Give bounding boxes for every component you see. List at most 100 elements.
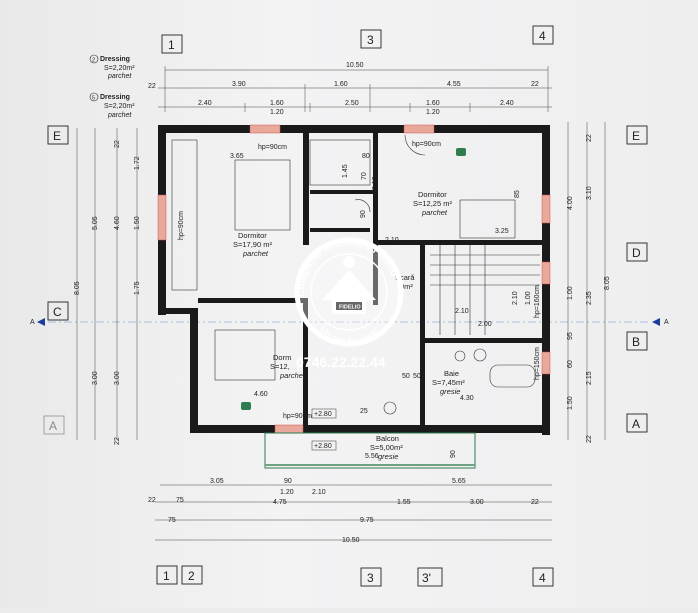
misc-dim: 90 — [360, 210, 367, 218]
section-label-left: A — [30, 319, 35, 326]
misc-dim: 50 — [413, 373, 421, 380]
top-dim-r3b-0: 1.20 — [270, 109, 284, 116]
bottom-dimension-lines: 3.05 90 1.20 2.10 5.65 22 75 4.75 1.55 3… — [148, 478, 552, 544]
dressing-note-2-area: S=2,20m² — [104, 103, 135, 110]
dressing-note-2-num: 5 — [92, 96, 95, 102]
right-dimension-lines: 8.05 4.00 3.10 2.35 1.00 2.15 1.50 22 22… — [567, 122, 611, 443]
room-floor: parchet — [421, 208, 448, 217]
bottom-dim-r2-2: 4.75 — [273, 499, 287, 506]
left-dim-0: 8.05 — [74, 281, 81, 295]
top-dim-total: 10.50 — [346, 62, 364, 69]
misc-dim: 1.00 — [525, 291, 532, 305]
axis-label-left-A: A — [49, 419, 57, 433]
axis-label-right-D: D — [632, 246, 641, 260]
watermark-badge: FIDELIO — [339, 305, 361, 311]
axis-label-right-E: E — [632, 129, 640, 143]
section-label-right: A — [664, 319, 669, 326]
misc-dim: 70 — [361, 172, 368, 180]
axis-label-top-4: 4 — [539, 29, 546, 43]
misc-dim: 5.56 — [365, 453, 379, 460]
floor-plan-windows — [157, 124, 551, 434]
axis-label-bottom-3p: 3' — [422, 571, 431, 585]
room-label-baie: Baie S=7,45m² gresie — [432, 369, 465, 396]
misc-dim: 3.65 — [230, 153, 244, 160]
left-dim-7: 1.72 — [134, 156, 141, 170]
top-dim-r2-4: 22 — [531, 81, 539, 88]
right-dim-5: 2.15 — [586, 371, 593, 385]
left-dim-8: 22 — [114, 140, 121, 148]
section-marker-left: A — [30, 318, 45, 326]
axis-label-bottom-1: 1 — [163, 569, 170, 583]
axis-label-bottom-3: 3 — [367, 571, 374, 585]
left-dim-1: 5.05 — [92, 216, 99, 230]
left-dimension-lines: 8.05 5.05 4.60 1.50 1.75 3.00 3.00 1.72 … — [74, 128, 141, 445]
axis-label-bottom-2: 2 — [188, 569, 195, 583]
room-name: Balcon — [376, 434, 399, 443]
top-dim-r3-2: 2.50 — [345, 100, 359, 107]
right-dim-4: 1.00 — [567, 286, 574, 300]
agency-watermark: FIDELIO Compania Imobiliară Fidelio Un p… — [294, 237, 404, 370]
right-dim-9: 95 — [567, 332, 574, 340]
bottom-dim-r3-1: 9.75 — [360, 517, 374, 524]
top-dim-r2-1: 3.90 — [232, 81, 246, 88]
right-dim-10: 60 — [567, 360, 574, 368]
axis-label-left-E: E — [53, 129, 61, 143]
bottom-dim-r2-1: 75 — [176, 497, 184, 504]
left-dim-5: 3.00 — [92, 371, 99, 385]
hp-label: hp=160cm — [534, 285, 541, 318]
misc-dim: 2.10 — [512, 291, 519, 305]
watermark-phone: 0746.22.22.44 — [296, 354, 386, 370]
right-dim-3: 2.35 — [586, 291, 593, 305]
room-label-dormitor-2: Dormitor S=12,25 m² parchet — [413, 190, 452, 217]
hp-label: hp=150cm — [534, 347, 541, 380]
misc-dim: 90 — [450, 450, 457, 458]
dressing-note-1: 2 Dressing S=2,20m² parchet — [89, 54, 135, 80]
bottom-dim-r1-4: 5.65 — [452, 478, 466, 485]
misc-dim: 1.45 — [342, 164, 349, 178]
top-dimension-lines: 10.50 22 3.90 1.60 4.55 22 2.40 1.60 2.5… — [148, 62, 552, 116]
room-name: Dormitor — [418, 190, 447, 199]
room-name: Dorm — [273, 353, 291, 362]
plant-icon — [241, 402, 251, 410]
left-dim-9: 22 — [114, 437, 121, 445]
bottom-dim-r1-3: 2.10 — [312, 489, 326, 496]
bottom-dim-r2-3: 1.55 — [397, 499, 411, 506]
section-marker-right: A — [652, 318, 669, 326]
room-area: S=12,25 m² — [413, 199, 452, 208]
hp-label: hp=90cm — [178, 211, 185, 240]
right-dim-7: 22 — [586, 134, 593, 142]
misc-dim: 80 — [362, 153, 370, 160]
top-dim-r3-0: 2.40 — [198, 100, 212, 107]
top-dim-r3-4: 2.40 — [500, 100, 514, 107]
bottom-dim-r2-4: 3.00 — [470, 499, 484, 506]
room-name: Scară — [395, 273, 415, 282]
misc-dim: 2.10 — [372, 176, 379, 190]
top-dim-r2-2: 1.60 — [334, 81, 348, 88]
room-floor: parchet — [279, 371, 306, 380]
annotations: hp=90cm hp=90cm hp=90cm hp=160cm hp=150c… — [178, 141, 541, 460]
top-dim-r3-1: 1.60 — [270, 100, 284, 107]
bottom-dim-r2-0: 22 — [148, 497, 156, 504]
axis-label-right-B: B — [632, 335, 640, 349]
right-dim-8: 22 — [586, 435, 593, 443]
right-dim-1: 4.00 — [567, 196, 574, 210]
axis-label-top-3: 3 — [367, 33, 374, 47]
sun-icon — [343, 256, 355, 268]
grid-axis-bottom: 1 2 3 3' 4 — [156, 565, 554, 587]
bottom-dim-r3-0: 75 — [168, 517, 176, 524]
room-floor: gresie — [378, 452, 398, 461]
room-area: S=12, — [270, 362, 290, 371]
house-icon — [322, 270, 376, 300]
grid-axis-top: 1 3 4 — [161, 25, 554, 54]
misc-dim: 4.60 — [254, 391, 268, 398]
left-dim-4: 1.75 — [134, 281, 141, 295]
top-dim-r2-0: 22 — [148, 83, 156, 90]
axis-label-left-C: C — [53, 305, 62, 319]
top-dim-r2-3: 4.55 — [447, 81, 461, 88]
top-dim-r3-3: 1.60 — [426, 100, 440, 107]
axis-label-right-A: A — [632, 417, 640, 431]
room-area: S=5,00m² — [370, 443, 403, 452]
plant-icon — [456, 148, 466, 156]
top-dim-r3b-1: 1.20 — [426, 109, 440, 116]
